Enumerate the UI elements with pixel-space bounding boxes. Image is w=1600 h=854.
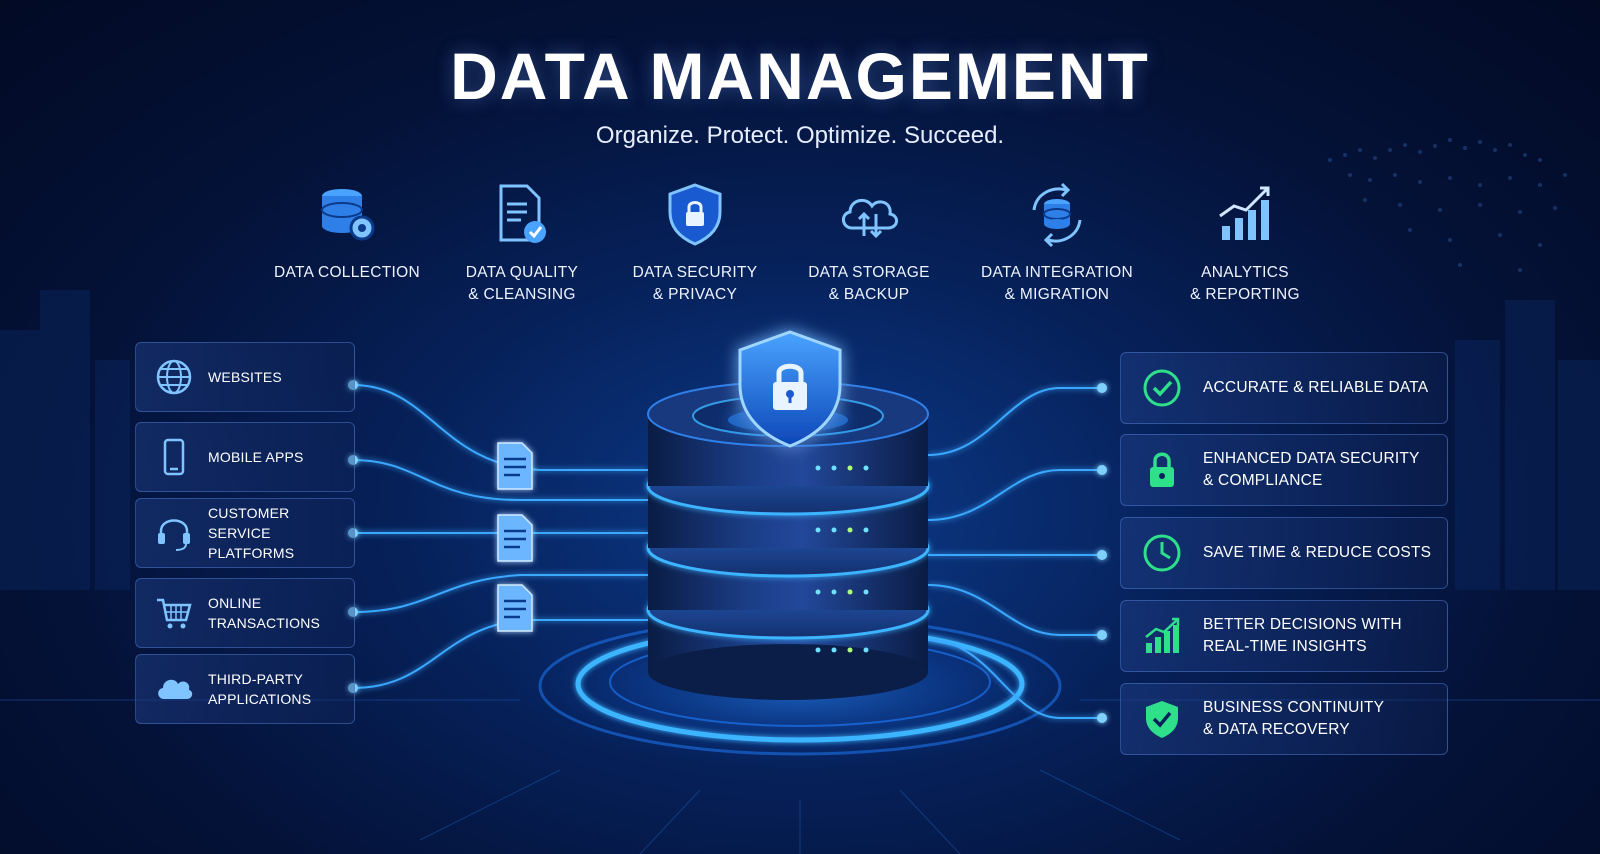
pillar-label: DATA INTEGRATION	[980, 264, 1134, 281]
outcome-label: ENHANCED DATA SECURITY	[1203, 450, 1420, 467]
pillar-label: DATA STORAGE	[808, 264, 930, 281]
pillar-label: ANALYTICS	[1201, 264, 1289, 281]
document-check-icon	[499, 184, 546, 243]
outcome-label: BUSINESS CONTINUITY	[1203, 699, 1385, 716]
pillar-data-integration: DATA INTEGRATION & MIGRATION	[962, 180, 1152, 306]
pillar-label: DATA SECURITY	[632, 264, 758, 281]
source-label: THIRD-PARTY	[208, 671, 304, 687]
chart-growth-icon	[1219, 186, 1270, 240]
skyline-left	[0, 290, 130, 590]
cloud-sync-icon	[842, 198, 898, 239]
headset-icon	[158, 519, 190, 551]
shopping-cart-icon	[157, 598, 192, 629]
pillar-data-storage: DATA STORAGE & BACKUP	[774, 180, 964, 306]
cloud-icon	[158, 679, 193, 699]
database-refresh-icon	[1032, 182, 1082, 248]
outcome-label: ACCURATE & RELIABLE DATA	[1203, 379, 1429, 396]
outcome-label: SAVE TIME & REDUCE COSTS	[1203, 544, 1432, 561]
database-stack	[646, 330, 930, 700]
pillar-label: DATA QUALITY	[465, 264, 579, 281]
outcome-card-business-continuity: BUSINESS CONTINUITY & DATA RECOVERY	[1120, 683, 1448, 755]
outcome-card-accurate-data: ACCURATE & RELIABLE DATA	[1120, 352, 1448, 424]
outcome-card-better-decisions: BETTER DECISIONS WITH REAL-TIME INSIGHTS	[1120, 600, 1448, 672]
database-gear-icon	[321, 189, 375, 241]
source-card-mobile-apps: MOBILE APPS	[135, 422, 355, 492]
source-label: CUSTOMER SERVICE	[208, 505, 290, 541]
pillar-data-collection: DATA COLLECTION	[252, 180, 442, 284]
document-icon-1	[497, 442, 533, 490]
globe-icon	[156, 359, 192, 395]
pillar-label-2: & REPORTING	[1190, 286, 1300, 303]
outcome-connectors	[927, 387, 1102, 719]
pillar-label: DATA COLLECTION	[273, 264, 421, 281]
pillar-data-quality: DATA QUALITY & CLEANSING	[427, 180, 617, 306]
outcome-label-2: REAL-TIME INSIGHTS	[1203, 638, 1367, 655]
pillar-analytics: ANALYTICS & REPORTING	[1150, 180, 1340, 306]
source-card-websites: WEBSITES	[135, 342, 355, 412]
page-subtitle: Organize. Protect. Optimize. Succeed.	[595, 122, 1005, 149]
source-label: ONLINE	[208, 595, 262, 611]
central-shield-lock-icon	[738, 330, 842, 448]
pillar-data-security: DATA SECURITY & PRIVACY	[600, 180, 790, 306]
outcome-label-2: & DATA RECOVERY	[1203, 721, 1350, 738]
padlock-icon	[1150, 452, 1174, 487]
document-icon-3	[497, 584, 533, 632]
pillar-label-2: & MIGRATION	[1004, 286, 1110, 303]
outcome-card-security-compliance: ENHANCED DATA SECURITY & COMPLIANCE	[1120, 434, 1448, 506]
pillar-label-2: & CLEANSING	[468, 286, 576, 303]
source-card-online-transactions: ONLINE TRANSACTIONS	[135, 578, 355, 648]
source-label-2: PLATFORMS	[208, 545, 295, 561]
outcome-label: BETTER DECISIONS WITH	[1203, 616, 1402, 633]
clock-icon	[1143, 534, 1181, 572]
outcome-card-save-time: SAVE TIME & REDUCE COSTS	[1120, 517, 1448, 589]
shield-lock-icon	[668, 183, 722, 246]
source-card-customer-service: CUSTOMER SERVICE PLATFORMS	[135, 498, 355, 568]
page-title: DATA MANAGEMENT	[450, 39, 1150, 113]
skyline-right	[1455, 300, 1600, 590]
source-card-third-party: THIRD-PARTY APPLICATIONS	[135, 654, 355, 724]
source-label: WEBSITES	[208, 369, 282, 385]
mobile-phone-icon	[163, 438, 185, 476]
shield-check-icon	[1146, 701, 1178, 738]
pillar-label-2: & PRIVACY	[652, 286, 738, 303]
source-label: MOBILE APPS	[208, 449, 304, 465]
pillar-label-2: & BACKUP	[828, 286, 910, 303]
source-label-2: APPLICATIONS	[208, 691, 312, 707]
document-icon-2	[497, 514, 533, 562]
check-circle-icon	[1143, 369, 1181, 407]
outcome-label-2: & COMPLIANCE	[1203, 472, 1323, 489]
world-map-dots	[1328, 138, 1567, 272]
source-label-2: TRANSACTIONS	[208, 615, 321, 631]
outcome-connector-dots	[1097, 383, 1107, 723]
bar-chart-icon	[1145, 617, 1180, 653]
